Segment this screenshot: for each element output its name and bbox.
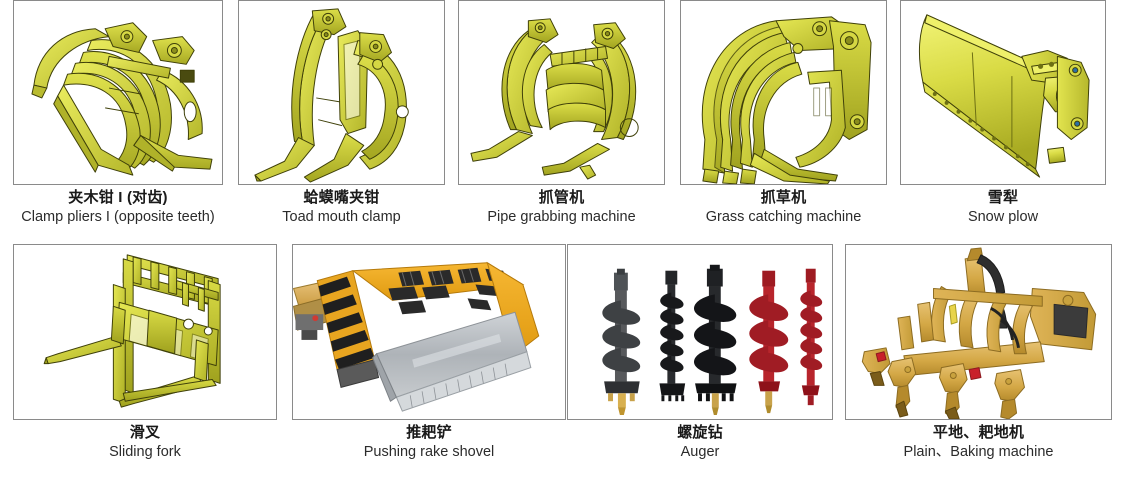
product-caption-sliding-fork: 滑叉 Sliding fork <box>13 420 277 460</box>
catalog-row-1: 夹木钳 I (对齿) Clamp pliers I (opposite teet… <box>13 0 1106 225</box>
plain-baking-machine-icon <box>846 245 1111 419</box>
product-card-grass-catching-machine[interactable]: 抓草机 Grass catching machine <box>680 0 887 225</box>
product-image-toad-mouth-clamp <box>238 0 445 185</box>
product-card-toad-mouth-clamp[interactable]: 蛤蟆嘴夹钳 Toad mouth clamp <box>238 0 445 225</box>
product-name-cn: 抓管机 <box>538 189 585 206</box>
product-image-pipe-grabbing-machine <box>458 0 665 185</box>
product-name-en: Grass catching machine <box>705 208 862 225</box>
product-image-pushing-rake-shovel <box>292 244 566 420</box>
product-image-sliding-fork <box>13 244 277 420</box>
product-card-clamp-pliers-1[interactable]: 夹木钳 I (对齿) Clamp pliers I (opposite teet… <box>13 0 223 225</box>
product-name-en: Pipe grabbing machine <box>487 208 636 225</box>
product-name-en: Plain、Baking machine <box>903 443 1054 460</box>
product-name-en: Toad mouth clamp <box>282 208 401 225</box>
product-caption-snow-plow: 雪犁 Snow plow <box>900 185 1106 225</box>
product-image-grass-catching-machine <box>680 0 887 185</box>
auger-unit-5 <box>800 268 823 406</box>
product-caption-auger: 螺旋钻 Auger <box>567 420 833 460</box>
product-caption-plain-baking-machine: 平地、耙地机 Plain、Baking machine <box>845 420 1112 460</box>
product-card-pushing-rake-shovel[interactable]: 推耙铲 Pushing rake shovel <box>292 244 566 460</box>
clamp-pliers-opposite-teeth-icon <box>14 1 222 184</box>
product-caption-toad-mouth-clamp: 蛤蟆嘴夹钳 Toad mouth clamp <box>238 185 445 225</box>
product-caption-pipe-grabbing-machine: 抓管机 Pipe grabbing machine <box>458 185 665 225</box>
product-card-pipe-grabbing-machine[interactable]: 抓管机 Pipe grabbing machine <box>458 0 665 225</box>
product-image-clamp-pliers-1 <box>13 0 223 185</box>
product-name-cn: 夹木钳 I (对齿) <box>68 189 168 206</box>
product-name-cn: 平地、耙地机 <box>932 424 1025 441</box>
product-name-en: Snow plow <box>967 208 1039 225</box>
auger-icon <box>568 245 832 419</box>
catalog-row-2: 滑叉 Sliding fork <box>0 244 1123 480</box>
snow-plow-icon <box>901 1 1105 184</box>
product-card-auger[interactable]: 螺旋钻 Auger <box>567 244 833 460</box>
sliding-fork-icon <box>14 245 276 419</box>
product-caption-grass-catching-machine: 抓草机 Grass catching machine <box>680 185 887 225</box>
product-image-auger <box>567 244 833 420</box>
product-name-cn: 螺旋钻 <box>677 424 723 441</box>
auger-unit-3 <box>694 264 737 416</box>
product-name-cn: 雪犁 <box>987 189 1019 206</box>
product-name-cn: 推耙铲 <box>406 424 452 441</box>
auger-unit-2 <box>659 270 686 402</box>
product-caption-clamp-pliers-1: 夹木钳 I (对齿) Clamp pliers I (opposite teet… <box>13 185 223 225</box>
product-card-plain-baking-machine[interactable]: 平地、耙地机 Plain、Baking machine <box>845 244 1112 460</box>
auger-unit-4 <box>749 270 789 414</box>
grass-catching-machine-icon <box>681 1 886 184</box>
product-name-en: Clamp pliers I (opposite teeth) <box>21 208 215 225</box>
product-image-plain-baking-machine <box>845 244 1112 420</box>
product-caption-pushing-rake-shovel: 推耙铲 Pushing rake shovel <box>292 420 566 460</box>
product-name-en: Auger <box>680 443 720 460</box>
pushing-rake-shovel-icon <box>293 245 565 419</box>
product-card-sliding-fork[interactable]: 滑叉 Sliding fork <box>13 244 277 460</box>
product-name-cn: 滑叉 <box>129 424 161 441</box>
product-name-en: Sliding fork <box>109 443 181 460</box>
toad-mouth-clamp-icon <box>239 1 444 184</box>
product-name-en: Pushing rake shovel <box>363 443 495 460</box>
product-card-snow-plow[interactable]: 雪犁 Snow plow <box>900 0 1106 225</box>
auger-unit-1 <box>602 268 641 416</box>
pipe-grabbing-machine-icon <box>459 1 664 184</box>
product-name-cn: 蛤蟆嘴夹钳 <box>303 189 380 206</box>
product-name-cn: 抓草机 <box>760 189 807 206</box>
product-image-snow-plow <box>900 0 1106 185</box>
